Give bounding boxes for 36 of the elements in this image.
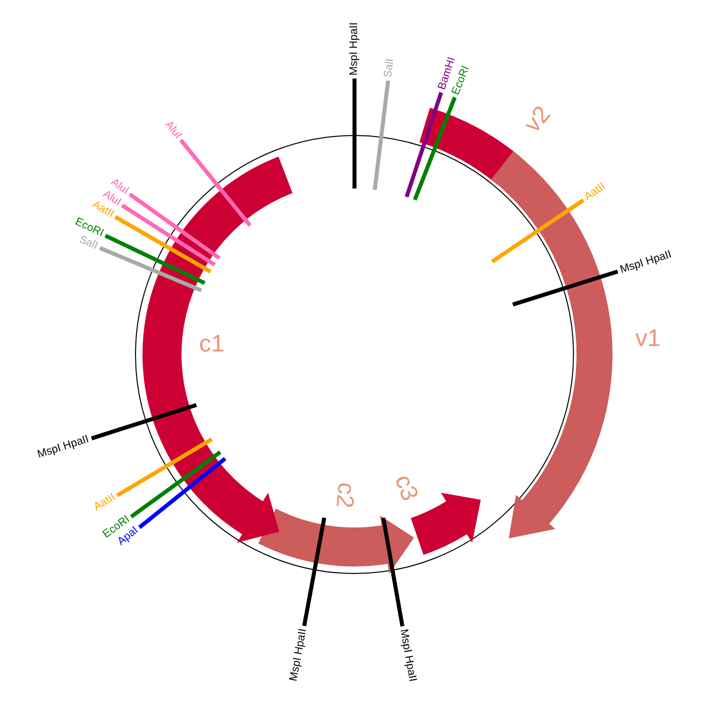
restriction-site-label: MspI HpaII xyxy=(396,628,419,683)
cut-site-line xyxy=(352,78,356,188)
restriction-site-label: SalI xyxy=(77,234,100,253)
restriction-site-label: MspI HpaII xyxy=(36,433,91,462)
restriction-site-label: AatII xyxy=(582,180,608,204)
cut-site-line xyxy=(130,450,222,518)
restriction-site-label: MspI HpaII xyxy=(618,248,674,277)
cut-site-line xyxy=(121,204,216,266)
feature-segment xyxy=(491,151,612,538)
cut-site-line xyxy=(381,518,404,627)
feature-segment xyxy=(142,156,292,543)
feature-label: v1 xyxy=(635,326,661,352)
cut-site-line xyxy=(302,517,326,626)
cut-site-line xyxy=(90,403,197,440)
cut-site-line xyxy=(512,270,618,306)
restriction-site-label: AluI xyxy=(162,118,184,142)
feature-segment xyxy=(258,508,414,574)
cut-site-line xyxy=(138,456,226,529)
cut-site-line xyxy=(128,192,221,260)
feature-label: c3 xyxy=(389,472,422,504)
cut-site-line xyxy=(116,438,213,498)
feature-label: v2 xyxy=(520,102,556,138)
cut-site-line xyxy=(412,96,457,201)
cut-site-line xyxy=(372,80,390,190)
cut-site-line xyxy=(99,246,202,292)
feature-label: c1 xyxy=(199,332,225,358)
restriction-site-label: AatII xyxy=(92,491,118,514)
cut-site-line xyxy=(404,92,444,198)
cut-site-line xyxy=(179,138,252,227)
cut-site-line xyxy=(491,198,584,264)
restriction-site-label: MspI HpaII xyxy=(348,22,361,76)
feature-label: c2 xyxy=(330,481,359,509)
restriction-site-label: SalI xyxy=(382,58,398,78)
cut-site-line xyxy=(114,215,212,274)
restriction-site-label: MspI HpaII xyxy=(288,628,310,682)
cut-site-line xyxy=(104,234,206,285)
